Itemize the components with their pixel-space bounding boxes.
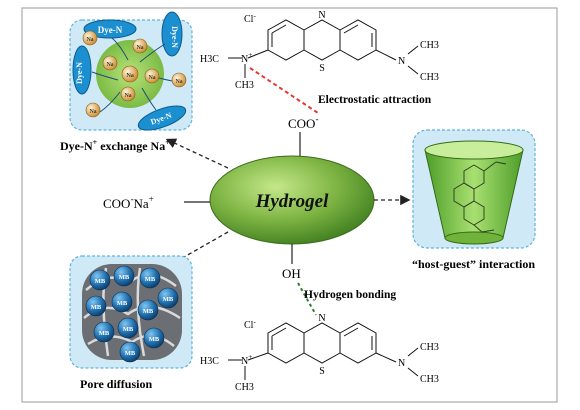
mb-label: MB xyxy=(145,276,156,283)
hydroxyl-group: OH xyxy=(282,266,301,281)
mb-label: MB xyxy=(125,350,136,357)
methylene-blue-bottom xyxy=(228,322,419,380)
mb-label: MB xyxy=(149,336,160,343)
na-ion: Na xyxy=(85,102,101,118)
na-ion: Na xyxy=(132,38,148,54)
ring-nitrogen: N xyxy=(318,313,325,324)
methyl-group: CH3 xyxy=(235,80,254,91)
dye-ellipse: Dye-N xyxy=(137,105,187,131)
mb-label: MB xyxy=(163,296,174,303)
dye-ellipse: Dye-N xyxy=(83,19,137,39)
dye-label: Dye-N xyxy=(98,25,123,35)
methyl-group: CH3 xyxy=(420,374,439,385)
mb-sphere: MB xyxy=(111,291,133,313)
svg-text:Na: Na xyxy=(176,79,183,85)
na-ion: Na xyxy=(82,30,98,46)
methylene-blue-top xyxy=(228,19,419,78)
mb-sphere: MB xyxy=(113,265,135,287)
mb-sphere: MB xyxy=(89,269,111,291)
electrostatic-caption: Electrostatic attraction xyxy=(318,94,432,106)
svg-text:Na: Na xyxy=(137,45,144,51)
quaternary-nitrogen: N+ xyxy=(241,51,252,65)
na-ion: Na xyxy=(144,68,160,84)
ring-sulfur: S xyxy=(319,63,325,74)
dye-label: Dye-N xyxy=(75,62,84,84)
chloride-ion: Cl- xyxy=(244,318,256,331)
dye-label: Dye-N xyxy=(170,26,179,48)
mb-sphere: MB xyxy=(119,341,141,363)
dye-ellipse: Dye-N xyxy=(161,11,183,57)
na-ion: Na xyxy=(121,65,139,83)
methyl-group: CH3 xyxy=(420,342,439,353)
mb-sphere: MB xyxy=(157,287,179,309)
mb-sphere: MB xyxy=(143,327,165,349)
hydrogel-label: Hydrogel xyxy=(255,191,330,212)
ring-nitrogen: N xyxy=(318,10,325,21)
mb-sphere: MB xyxy=(93,321,115,343)
mb-label: MB xyxy=(119,274,130,281)
mb-label: MB xyxy=(99,330,110,337)
carboxylate-sodium: COO-Na+ xyxy=(103,194,154,211)
mb-sphere: MB xyxy=(117,317,139,339)
amine-nitrogen: N xyxy=(398,358,405,369)
host-guest-caption: “host-guest” interaction xyxy=(412,257,535,271)
mb-sphere: MB xyxy=(137,299,159,321)
methyl-group: H3C xyxy=(200,54,219,65)
na-ion: Na xyxy=(171,72,187,88)
mechanism-arrows xyxy=(165,138,411,267)
quaternary-nitrogen: N+ xyxy=(241,353,252,367)
methyl-group: CH3 xyxy=(235,382,254,393)
na-ion: Na xyxy=(102,55,118,71)
ion-exchange-panel: Dye-N Dye-N Dye-N Dye-N Na xyxy=(69,11,193,131)
carboxylate-top: COO- xyxy=(288,114,318,131)
mb-label: MB xyxy=(143,308,154,315)
svg-text:Na: Na xyxy=(90,109,97,115)
methyl-group: CH3 xyxy=(420,40,439,51)
mb-label: MB xyxy=(95,278,106,285)
mb-label: MB xyxy=(91,304,102,311)
na-ion: Na xyxy=(120,86,136,102)
svg-text:Na: Na xyxy=(149,75,156,81)
hydrogen-caption: Hydrogen bonding xyxy=(304,289,396,301)
pore-caption: Pore diffusion xyxy=(80,377,152,391)
hydrogen-bond-line xyxy=(297,282,317,316)
exchange-caption: Dye-N+ exchange Na+ xyxy=(60,138,170,153)
mb-sphere: MB xyxy=(139,267,161,289)
guest-molecule xyxy=(453,161,507,233)
svg-text:Na: Na xyxy=(107,62,114,68)
svg-text:Na: Na xyxy=(126,72,134,79)
ring-sulfur: S xyxy=(319,366,325,377)
amine-nitrogen: N xyxy=(398,56,405,67)
chloride-ion: Cl- xyxy=(244,12,256,25)
methyl-group: H3C xyxy=(200,356,219,367)
methyl-group: CH3 xyxy=(420,72,439,83)
dye-ellipse: Dye-N xyxy=(72,45,92,95)
mb-label: MB xyxy=(117,300,128,307)
mb-spheres: MB MB MB MB MB MB MB MB MB MB MB xyxy=(85,265,179,363)
mb-sphere: MB xyxy=(85,295,107,317)
host-guest-panel xyxy=(412,129,536,249)
mb-label: MB xyxy=(123,326,134,333)
svg-text:Na: Na xyxy=(125,93,132,99)
svg-text:Na: Na xyxy=(87,37,94,43)
